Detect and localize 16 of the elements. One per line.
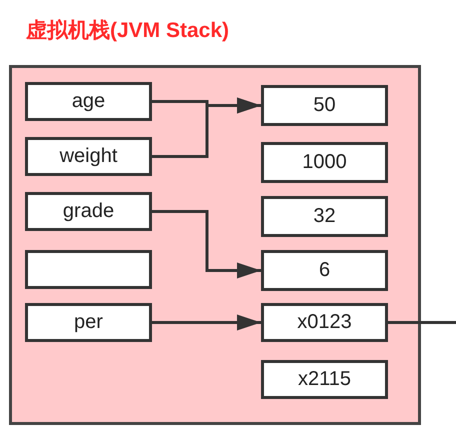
value-box: 50 [261, 85, 388, 126]
variable-box: age [25, 82, 152, 121]
variable-box: per [25, 303, 152, 342]
arrow [152, 98, 261, 158]
variable-box: weight [25, 137, 152, 176]
value-box: x0123 [261, 303, 388, 342]
value-box: x2115 [261, 360, 388, 399]
connector-line [388, 321, 456, 324]
value-box: 1000 [261, 142, 388, 183]
arrow [152, 210, 261, 278]
value-box: 32 [261, 196, 388, 237]
variable-box: grade [25, 192, 152, 231]
stack-heading: 虚拟机栈(JVM Stack) [26, 18, 230, 44]
value-box: 6 [261, 250, 388, 291]
arrow [152, 314, 261, 330]
empty-slot-box [25, 250, 152, 289]
